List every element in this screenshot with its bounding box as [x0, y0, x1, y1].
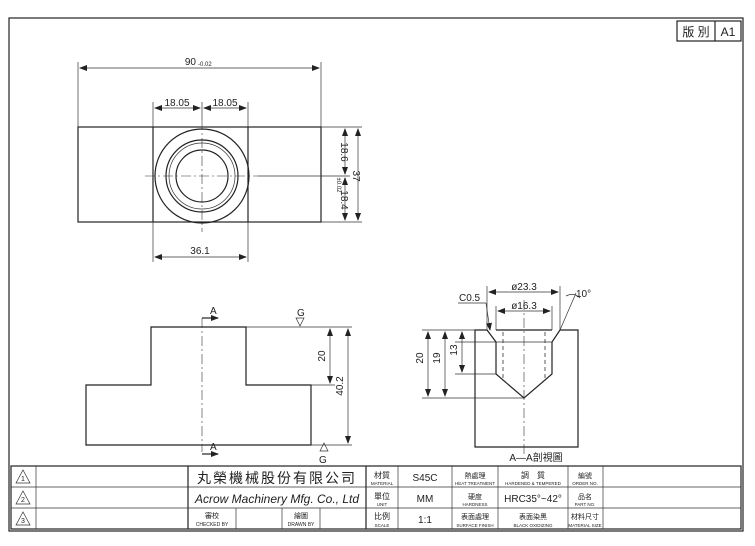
- svg-text:3: 3: [21, 518, 25, 525]
- dim-total-height: 37: [350, 170, 361, 182]
- scale-label-cn: 比例: [374, 511, 390, 521]
- revision-box: 版 別 A1: [676, 20, 742, 42]
- heat-value-en: HARDENED & TEMPERED: [505, 481, 561, 486]
- revision-triangle-3: 3: [15, 511, 31, 526]
- surface-label-cn: 表面處理: [461, 512, 489, 521]
- order-label-en: ORDER NO.: [572, 481, 598, 486]
- section-outer-diameter: ø23.3: [511, 282, 537, 293]
- company-name-en: Acrow Machinery Mfg. Co., Ltd: [194, 492, 359, 506]
- front-view-outline: [85, 326, 312, 446]
- part-label-en: PART NO.: [575, 502, 596, 507]
- top-view: 90 -0.02 18.05 18.05 36.1 18.6 18.4 ±0.0…: [77, 57, 362, 262]
- section-inner-diameter: ø16.3: [511, 301, 537, 312]
- dim-overall-width: 90: [185, 57, 197, 68]
- revision-triangle-1: 1: [15, 469, 31, 484]
- unit-label-en: UNIT: [377, 502, 388, 507]
- material-label-cn: 材質: [374, 470, 390, 480]
- unit-label-cn: 單位: [374, 491, 390, 501]
- grind-bottom: G: [319, 455, 327, 466]
- order-label-cn: 編號: [578, 471, 592, 480]
- heat-value-cn: 調 質: [521, 470, 545, 480]
- section-chamfer: C0.5: [459, 293, 481, 304]
- surface-value-cn: 表面染黑: [519, 512, 547, 521]
- hardness-value: HRC35°~42°: [504, 494, 562, 505]
- dim-upper: 18.6: [338, 142, 349, 162]
- dim-right-half: 18.05: [212, 98, 237, 109]
- revision-label: 版 別: [682, 25, 709, 39]
- matsize-label-en: MATERIAL SIZE: [568, 523, 601, 528]
- top-view-outline: [77, 126, 322, 223]
- hardness-label-cn: 硬度: [468, 492, 482, 501]
- drawn-by-en: DRAWN BY: [288, 522, 315, 528]
- section-dim-13: 13: [449, 344, 460, 356]
- section-angle: 10°: [576, 289, 591, 300]
- svg-text:2: 2: [21, 497, 25, 504]
- matsize-label-cn: 材料尺寸: [571, 512, 599, 521]
- checked-by-cn: 審校: [205, 511, 219, 520]
- section-dim-20: 20: [415, 352, 426, 364]
- drawn-by-cn: 繪圖: [294, 511, 308, 520]
- dim-left-half: 18.05: [164, 98, 189, 109]
- grind-top: G: [297, 308, 305, 319]
- part-label-cn: 品名: [578, 492, 592, 501]
- front-dim-total: 40.2: [335, 376, 346, 396]
- hardness-label-en: HARDNESS: [462, 502, 487, 507]
- material-value: S45C: [412, 473, 437, 484]
- section-view: ø23.3 ø16.3 C0.5 10° 20 19 13 A—A剖視圖: [415, 282, 591, 464]
- heat-label-cn: 熱處理: [465, 471, 486, 480]
- material-label-en: MATERIAL: [371, 481, 394, 486]
- surface-value-en: BLACK OXIDIZING: [513, 523, 553, 528]
- unit-value: MM: [417, 494, 434, 505]
- checked-by-en: CHECKED BY: [196, 522, 229, 528]
- sheet-border: [8, 17, 744, 532]
- front-view: A A G G 20 40.2: [85, 306, 352, 466]
- section-dim-19: 19: [432, 352, 443, 364]
- title-block: 1 2 3 丸榮機械股份有限公司 Acrow Machinery Mfg. Co…: [10, 465, 742, 530]
- section-hatched-body: [474, 329, 579, 448]
- svg-text:1: 1: [21, 476, 25, 483]
- scale-value: 1:1: [418, 515, 432, 526]
- section-caption: A—A剖視圖: [509, 451, 562, 464]
- revision-triangle-2: 2: [15, 490, 31, 505]
- section-a-top: A: [210, 306, 217, 317]
- dim-center-width: 36.1: [190, 246, 210, 257]
- surface-label-en: SURFACE FINISH: [456, 523, 493, 528]
- dim-lower: 18.4: [338, 190, 349, 210]
- grind-top-symbol: [295, 317, 305, 327]
- section-a-bottom: A: [210, 442, 217, 453]
- front-dim-upper: 20: [317, 350, 328, 362]
- revision-value: A1: [721, 25, 736, 39]
- dim-overall-tol: -0.02: [198, 62, 212, 68]
- heat-label-en: HEAT TREATMENT: [455, 481, 495, 486]
- company-name-cn: 丸榮機械股份有限公司: [197, 470, 357, 486]
- grind-bottom-symbol: [319, 442, 329, 452]
- scale-label-en: SCALE: [375, 523, 390, 528]
- dim-lower-tol: ±0.02: [335, 178, 341, 194]
